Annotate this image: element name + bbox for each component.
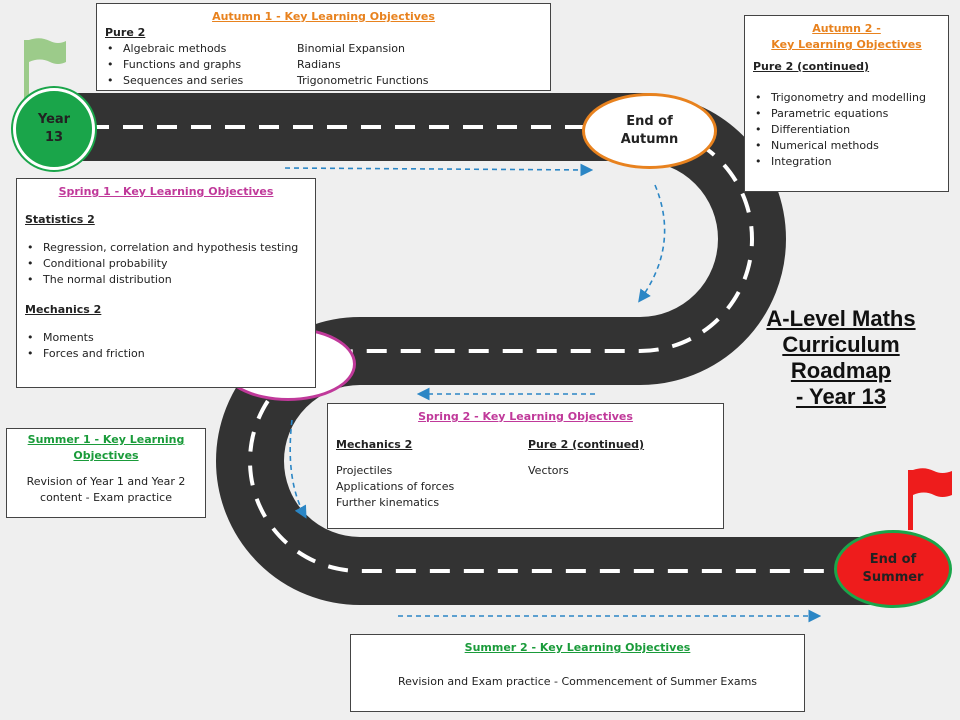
spring1-mech-item: Forces and friction — [25, 346, 307, 362]
summer2-title: Summer 2 - Key Learning Objectives — [464, 641, 691, 654]
autumn2-item: Differentiation — [753, 122, 940, 138]
summer1-title-line1: Summer 1 - Key Learning — [27, 433, 185, 446]
title-line: Roadmap — [790, 358, 892, 383]
spring1-mech-head: Mechanics 2 — [25, 302, 102, 316]
spring1-stats-head: Statistics 2 — [25, 212, 95, 226]
spring1-title: Spring 1 - Key Learning Objectives — [58, 185, 274, 198]
direction-arrow-2 — [638, 184, 666, 303]
autumn1-title: Autumn 1 - Key Learning Objectives — [212, 10, 435, 23]
start-marker-label: Year 13 — [37, 112, 71, 145]
autumn2-title-line1: Autumn 2 - — [812, 22, 881, 35]
spring2-pure-item: Vectors — [528, 463, 569, 477]
autumn2-item: Trigonometry and modelling — [753, 90, 940, 106]
summer2-text: Revision and Exam practice - Commencemen… — [397, 674, 758, 688]
page-title: A-Level Maths Curriculum Roadmap - Year … — [740, 306, 942, 410]
autumn1-subhead: Pure 2 — [105, 25, 146, 39]
autumn1-objectives-box: Autumn 1 - Key Learning Objectives Pure … — [96, 3, 551, 91]
end-of-autumn-label: End of Autumn — [620, 114, 679, 147]
spring2-mech-item: Projectiles — [336, 463, 393, 477]
spring2-mech-item: Applications of forces — [336, 479, 455, 493]
autumn1-item: Binomial Expansion — [297, 41, 406, 55]
spring1-stats-item: Regression, correlation and hypothesis t… — [25, 240, 307, 256]
spring2-mech-item: Further kinematics — [336, 495, 440, 509]
autumn1-item: Sequences and series — [105, 73, 297, 89]
spring1-mech-item: Moments — [25, 330, 307, 346]
title-line: - Year 13 — [795, 384, 887, 409]
autumn2-item: Parametric equations — [753, 106, 940, 122]
autumn2-title-line2: Key Learning Objectives — [771, 37, 922, 51]
end-of-autumn-marker: End of Autumn — [582, 93, 717, 169]
road-center-line — [55, 125, 900, 573]
direction-arrow-1 — [284, 163, 594, 177]
title-line: A-Level Maths — [766, 306, 916, 331]
autumn1-item: Radians — [297, 57, 341, 71]
spring2-pure-head: Pure 2 (continued) — [528, 437, 645, 451]
summer1-title-line2: Objectives — [73, 448, 139, 462]
autumn1-item: Functions and graphs — [105, 57, 297, 73]
autumn2-item: Numerical methods — [753, 138, 940, 154]
spring1-objectives-box: Spring 1 - Key Learning Objectives Stati… — [16, 178, 316, 388]
end-of-summer-marker: End of Summer — [834, 530, 952, 608]
spring2-title: Spring 2 - Key Learning Objectives — [418, 410, 633, 423]
autumn1-item: Trigonometric Functions — [297, 73, 429, 87]
title-line: Curriculum — [782, 332, 900, 357]
red-flag-icon — [908, 468, 952, 530]
autumn2-item: Integration — [753, 154, 940, 170]
spring1-stats-item: The normal distribution — [25, 272, 307, 288]
end-of-summer-label: End of Summer — [862, 552, 924, 585]
summer2-objectives-box: Summer 2 - Key Learning Objectives Revis… — [350, 634, 805, 712]
autumn2-objectives-box: Autumn 2 - Key Learning Objectives Pure … — [744, 15, 949, 192]
start-marker: Year 13 — [13, 88, 95, 170]
green-flag-icon — [24, 38, 66, 102]
autumn1-item: Algebraic methods — [105, 41, 297, 57]
direction-arrow-4 — [289, 419, 307, 519]
spring2-mech-head: Mechanics 2 — [336, 437, 413, 451]
spring1-stats-item: Conditional probability — [25, 256, 307, 272]
summer1-objectives-box: Summer 1 - Key Learning Objectives Revis… — [6, 428, 206, 518]
spring2-objectives-box: Spring 2 - Key Learning Objectives Mecha… — [327, 403, 724, 529]
autumn2-subhead: Pure 2 (continued) — [753, 59, 870, 73]
summer1-text: Revision of Year 1 and Year 2 content - … — [26, 474, 186, 504]
